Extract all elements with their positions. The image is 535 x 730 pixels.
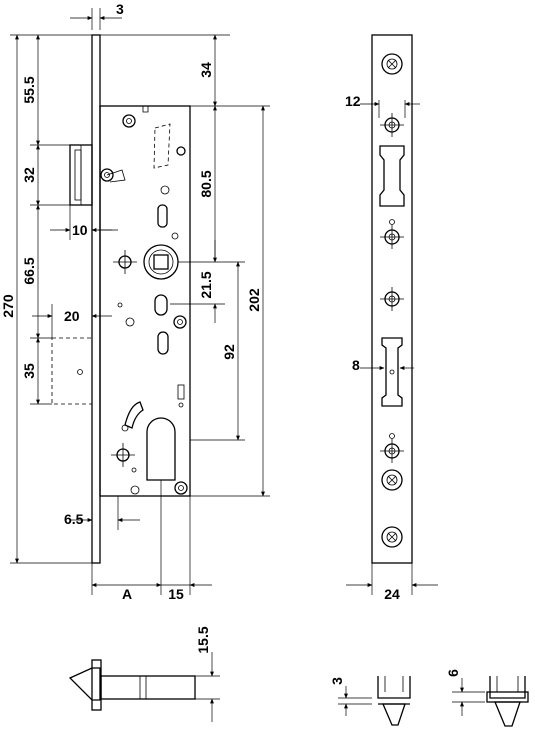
- faceplate: [371, 34, 413, 564]
- dim-faceplate-hole: 12: [345, 93, 361, 109]
- dim-spindle-to-latch: 21.5: [198, 271, 214, 298]
- case-screw: [100, 168, 114, 182]
- dim-top-to-case: 34: [198, 62, 214, 78]
- strike-detail: 15.5: [68, 626, 220, 722]
- dim-total-height: 270: [0, 294, 16, 318]
- dim-spindle-to-cylinder: 92: [221, 344, 237, 360]
- forend-plate: [91, 34, 101, 564]
- dim-bolt-projection: 10: [72, 222, 88, 238]
- spindle-follower: [143, 244, 179, 280]
- dim-cylinder-offset: 15: [168, 586, 184, 602]
- dim-bolt-to-spindle: 66.5: [21, 257, 37, 284]
- dim-plate-thickness: 3: [116, 1, 124, 17]
- deadbolt-opening: [379, 145, 405, 207]
- dim-latch-projection: 20: [64, 308, 80, 324]
- faceplate-screw: [381, 469, 403, 491]
- dimension-labels: 3 270 55.5 32 66.5 35 10 20 6.5 A 15 34 …: [0, 1, 262, 602]
- latch-bolt: [51, 337, 93, 405]
- faceplate-dimensions: 12 8 24: [345, 93, 438, 602]
- dim-offset-small: 6.5: [64, 511, 84, 527]
- center-mark: [111, 443, 135, 467]
- faceplate-screw: [381, 53, 403, 75]
- dim-backset: A: [122, 586, 132, 602]
- dim-latch-height: 35: [21, 363, 37, 379]
- dim-bolt-height: 32: [21, 167, 37, 183]
- dim-latch-slot: 8: [352, 357, 360, 373]
- faceplate-screw: [380, 439, 404, 463]
- dim-case-height: 202: [246, 288, 262, 312]
- faceplate-view: [371, 34, 413, 564]
- case-screw: [122, 114, 136, 128]
- faceplate-screw: [380, 287, 404, 311]
- dimension-lines: [10, 8, 270, 595]
- faceplate-screw: [380, 113, 404, 137]
- profile-b-detail: 6: [445, 669, 529, 727]
- center-mark: [113, 250, 137, 274]
- front-view: [51, 34, 191, 564]
- case-screw: [176, 146, 186, 156]
- dim-profile-a: 3: [329, 677, 345, 685]
- profile-a-detail: 3: [329, 676, 411, 726]
- dim-strike-height: 15.5: [195, 626, 211, 653]
- dim-profile-b: 6: [445, 669, 461, 677]
- latch-opening: [381, 337, 403, 407]
- lock-case: [99, 105, 191, 497]
- faceplate-screw: [381, 526, 403, 548]
- dim-top-to-bolt: 55.5: [21, 76, 37, 103]
- dim-faceplate-width: 24: [384, 586, 400, 602]
- cylinder-cutout: [146, 417, 176, 481]
- dim-case-to-spindle: 80.5: [198, 170, 214, 197]
- faceplate-screw: [380, 225, 404, 249]
